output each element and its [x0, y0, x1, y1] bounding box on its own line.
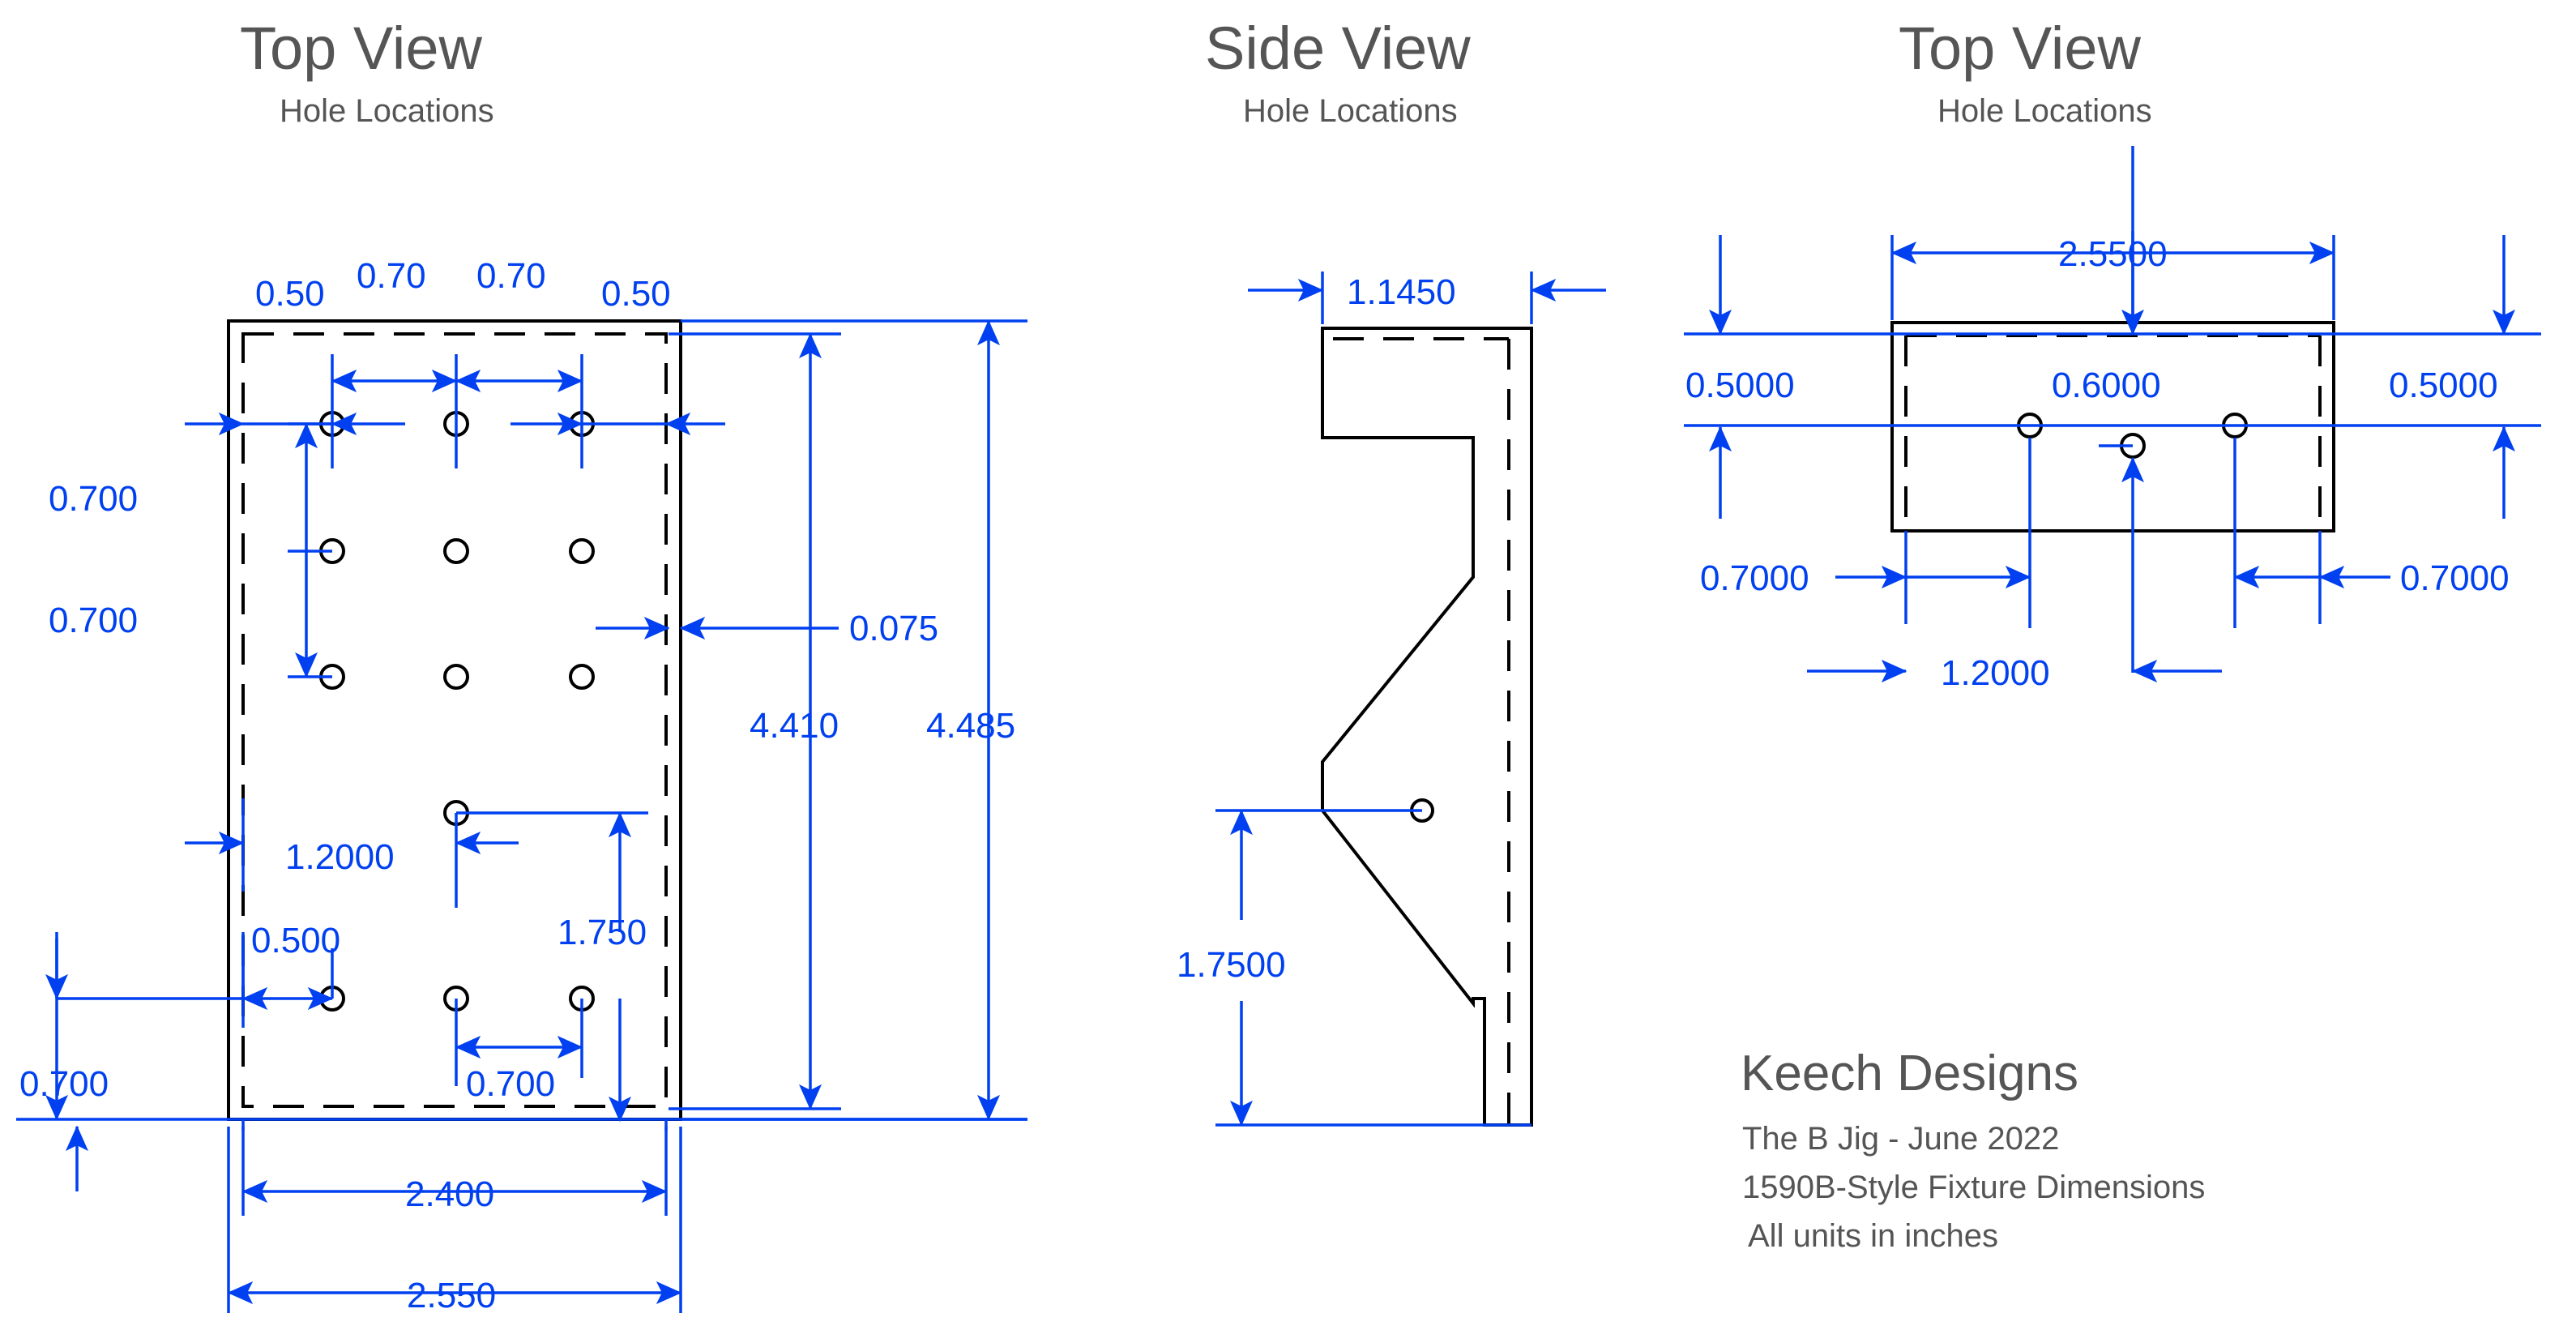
dim-hole-inset-right: 0.7000 — [2400, 558, 2510, 598]
dim-pitch-x-2: 0.70 — [476, 256, 546, 296]
dim-lower-hole-y: 1.750 — [557, 913, 647, 952]
dim-right-overall-width: 2.5500 — [2058, 234, 2168, 274]
view-title-top-left: Top View — [240, 15, 482, 82]
dim-outer-width: 2.550 — [407, 1276, 496, 1315]
dim-lower-left-hole-x: 0.500 — [251, 921, 340, 960]
dim-outer-height: 4.485 — [926, 706, 1015, 746]
dim-right-0-50: 0.50 — [601, 274, 671, 314]
titleblock-line-1: The B Jig - June 2022 — [1742, 1121, 2059, 1157]
view-subtitle-top-right: Hole Locations — [1937, 93, 2152, 129]
dim-center-hole-x: 1.2000 — [1941, 653, 2050, 693]
dim-pitch-y-2: 0.700 — [49, 601, 138, 640]
titleblock-company: Keech Designs — [1741, 1046, 2078, 1101]
dim-edge-offset-right: 0.5000 — [2389, 366, 2498, 405]
dim-pitch-x-1: 0.70 — [357, 256, 426, 296]
dim-lower-hole-x: 1.2000 — [285, 837, 395, 877]
dim-hole-inset-left: 0.7000 — [1700, 558, 1809, 598]
view-subtitle-top-left: Hole Locations — [280, 93, 494, 129]
dim-lower-pair-pitch: 0.700 — [466, 1064, 555, 1104]
view-title-side: Side View — [1205, 15, 1471, 82]
dim-side-overall-width: 1.1450 — [1347, 272, 1456, 312]
titleblock-line-3: All units in inches — [1748, 1218, 1998, 1254]
dim-inner-height: 4.410 — [750, 706, 839, 746]
dim-bottom-edge-offset: 0.700 — [19, 1064, 109, 1104]
dim-pitch-y-1: 0.700 — [49, 479, 138, 519]
view-title-top-right: Top View — [1899, 15, 2141, 82]
dim-inner-width: 2.400 — [405, 1174, 494, 1214]
dim-left-0-50: 0.50 — [255, 274, 325, 314]
top-view-right-dimensions: 2.5500 0.5000 0.6000 0.5000 0.7000 0.700… — [1684, 146, 2541, 693]
view-subtitle-side: Hole Locations — [1243, 93, 1458, 129]
dim-edge-offset-left: 0.5000 — [1685, 366, 1795, 405]
dim-side-hole-height: 1.7500 — [1177, 945, 1286, 985]
side-view-geometry — [1321, 327, 1533, 1127]
dim-wall-thickness: 0.075 — [849, 609, 938, 648]
titleblock-line-2: 1590B-Style Fixture Dimensions — [1742, 1170, 2205, 1205]
top-view-left-dimensions: 0.50 0.70 0.70 0.50 0.700 0.700 0.075 4.… — [16, 256, 1027, 1315]
side-view-dimensions: 1.1450 1.7500 — [1177, 272, 1606, 1127]
dim-center-hole-offset: 0.6000 — [2052, 366, 2161, 405]
titleblock: Keech Designs The B Jig - June 2022 1590… — [1741, 1046, 2205, 1254]
